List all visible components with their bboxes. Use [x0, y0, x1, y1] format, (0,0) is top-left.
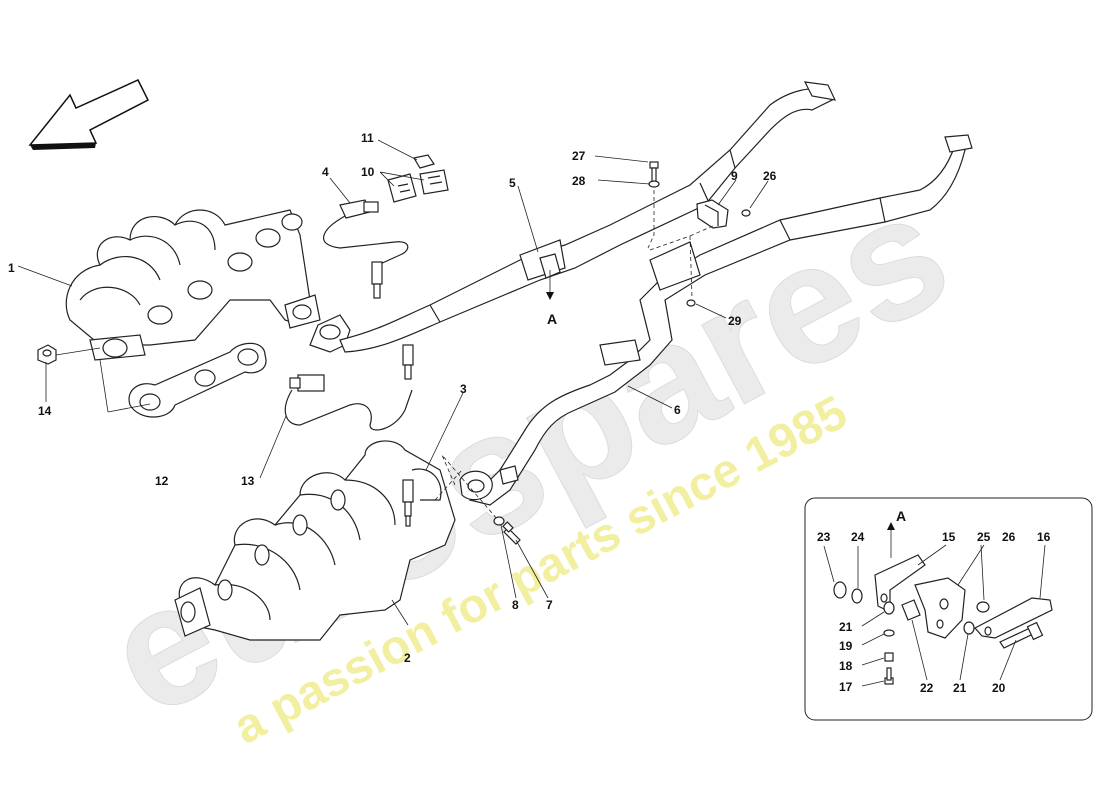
sensor-cable-lower [284, 344, 414, 431]
inset-callout-20: 20 [992, 681, 1006, 695]
inset-callout-25: 25 [977, 530, 991, 544]
lower-nut [686, 299, 696, 307]
lambda-sensor-lower [402, 468, 442, 527]
callout-4: 4 [322, 165, 329, 179]
inset-spacer-18 [884, 652, 894, 662]
lambda-sensor-upper [322, 199, 409, 299]
inset-sleeve-22 [901, 599, 921, 621]
inset-callout-24: 24 [851, 530, 865, 544]
inset-nut-26 [976, 601, 990, 613]
rear-pipe [459, 134, 973, 506]
inset-callout-21b: 21 [953, 681, 967, 695]
inset-washer-19 [883, 629, 895, 637]
callout-5: 5 [509, 176, 516, 190]
callout-26: 26 [763, 169, 777, 183]
inset-callout-21a: 21 [839, 620, 853, 634]
inset-ref-label-a: A [896, 508, 906, 524]
inset-detail-a: A [804, 497, 1093, 721]
grommet [413, 154, 435, 169]
inset-callout-17: 17 [839, 680, 853, 694]
callout-2: 2 [404, 651, 411, 665]
inset-callout-19: 19 [839, 639, 853, 653]
callout-10: 10 [361, 165, 375, 179]
inset-callout-16: 16 [1037, 530, 1051, 544]
bracket-nut [741, 209, 751, 217]
inset-callout-23: 23 [817, 530, 831, 544]
leader-lines [17, 139, 769, 626]
hanger-bolt [649, 161, 659, 183]
inset-washer-21a [883, 601, 895, 615]
callout-numbers: 1 2 3 4 5 6 7 8 9 10 11 12 13 14 26 27 2… [8, 131, 777, 665]
callout-6: 6 [674, 403, 681, 417]
assembly-lines [434, 190, 716, 521]
callout-14: 14 [38, 404, 52, 418]
callout-1: 1 [8, 261, 15, 275]
exhaust-manifold-upper [65, 209, 321, 361]
front-pipe [309, 81, 837, 353]
manifold-nut [37, 344, 57, 365]
inset-callout-18: 18 [839, 659, 853, 673]
callout-29: 29 [728, 314, 742, 328]
inset-grommet-23 [833, 581, 847, 599]
inset-callout-15: 15 [942, 530, 956, 544]
callout-11: 11 [361, 131, 374, 145]
inset-callout-22: 22 [920, 681, 934, 695]
hanger-bracket [696, 199, 729, 229]
inset-mount-25 [914, 577, 966, 639]
hanger-washer [648, 180, 660, 188]
callout-27: 27 [572, 149, 586, 163]
callout-28: 28 [572, 174, 586, 188]
inset-washer-21b [963, 621, 975, 635]
inset-washer-24 [851, 588, 863, 604]
manifold-gasket [128, 342, 267, 418]
callout-13: 13 [241, 474, 255, 488]
callout-7: 7 [546, 598, 553, 612]
ref-arrow-a: A [546, 270, 557, 327]
callout-8: 8 [512, 598, 519, 612]
inset-bracket-16 [974, 597, 1053, 639]
callout-12: 12 [155, 474, 169, 488]
flange-washer [493, 516, 505, 526]
callout-9: 9 [731, 169, 738, 183]
ref-label-a: A [547, 311, 557, 327]
callout-3: 3 [460, 382, 467, 396]
direction-arrow-icon [28, 79, 150, 150]
exhaust-manifold-lower [174, 440, 456, 641]
inset-callout-26: 26 [1002, 530, 1016, 544]
